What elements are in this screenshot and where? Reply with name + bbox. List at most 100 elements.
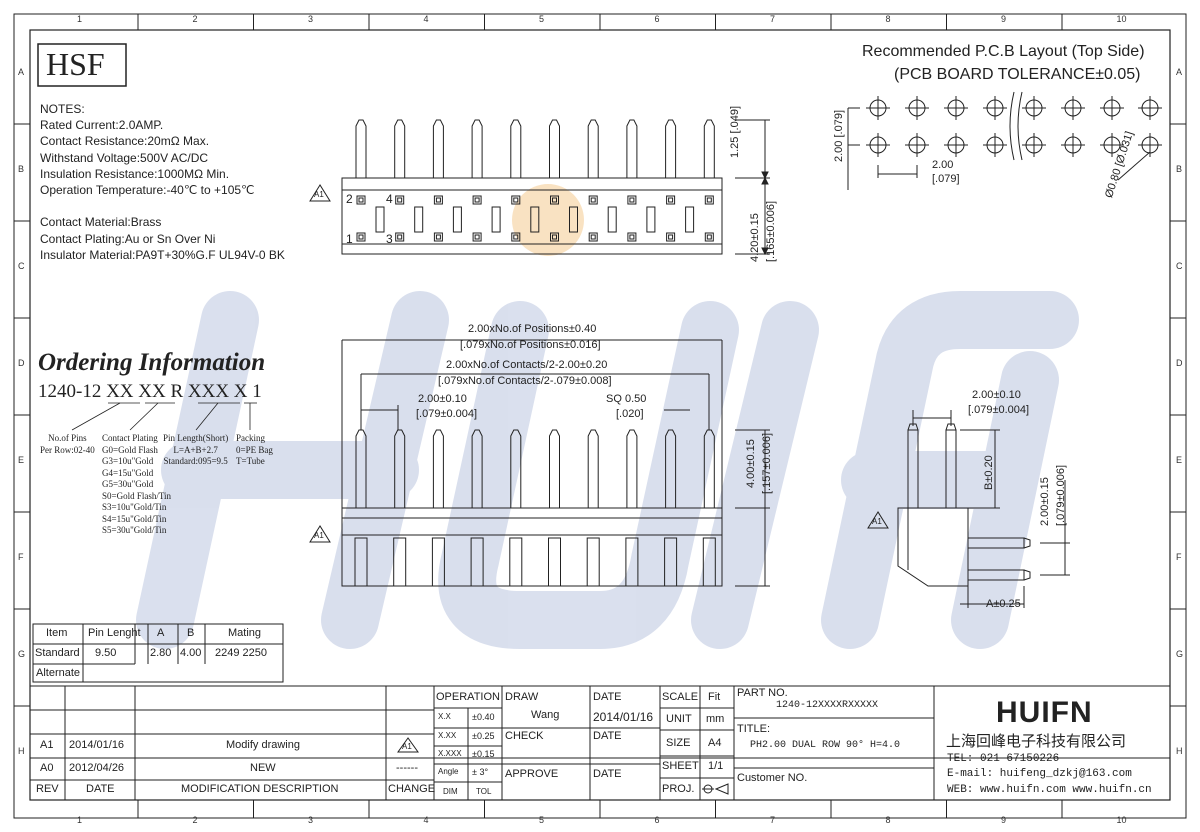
ordering-line: Standard:095=9.5 (163, 456, 228, 466)
fit-label: Fit (708, 691, 721, 703)
grid-col-label: 5 (539, 815, 544, 825)
tv-pin (432, 119, 444, 178)
rev-a0-date: 2012/04/26 (69, 762, 125, 774)
fv-pin (626, 429, 638, 508)
tv-pad-inner (706, 197, 712, 203)
grid-col-label: 9 (1001, 815, 1006, 825)
tv-pad-inner (474, 234, 480, 240)
scale-label: SCALE (662, 691, 699, 703)
tv-pad (395, 232, 405, 242)
title-block-lines (30, 685, 1170, 800)
revision-triangle-top (309, 184, 331, 202)
grid-row-label: C (18, 261, 25, 271)
fv-pin (510, 429, 522, 508)
tv-pad (704, 195, 714, 205)
ordering-line: Per Row:02-40 (40, 444, 95, 455)
tolerance-cell: X.XX (438, 731, 457, 740)
grid-row-label: A (18, 67, 24, 77)
front-contacts-dim-in: [.079xNo.of Contacts/2-.079±0.008] (438, 375, 612, 387)
tv-pad-inner (474, 197, 480, 203)
ordering-line: L=A+B+2.7 (173, 444, 218, 455)
front-total-dim-in: [.079xNo.of Positions±0.016] (460, 339, 601, 351)
fv-slot (586, 537, 600, 587)
notes: NOTES:Rated Current:2.0AMP.Contact Resis… (40, 101, 285, 263)
company-tel: TEL: 021-67150226 (947, 753, 1060, 765)
tolerance-cell: X.X (438, 712, 451, 721)
revision-triangle-front (309, 525, 331, 543)
pin-label-4: 4 (386, 192, 393, 206)
tv-pad-inner (513, 234, 519, 240)
pin-label-3: 3 (386, 232, 393, 246)
ordering-line: G5=30u"Gold (102, 479, 154, 489)
tv-pad (511, 232, 521, 242)
grid-col-label: 9 (1001, 14, 1006, 24)
grid-row-label: C (1176, 261, 1183, 271)
grid-col-label: 1 (77, 14, 82, 24)
tolerance-cell: X.XXX (438, 749, 462, 758)
tv-slot (569, 206, 578, 233)
date-value: 2014/01/16 (593, 710, 654, 724)
hsf-label: HSF (46, 46, 105, 82)
projection-symbol (702, 783, 729, 795)
grid-col-label: 8 (886, 815, 891, 825)
front-pin-h-dim-in: [.157±0.006] (761, 432, 773, 494)
rev-a1-change: A1 (402, 742, 412, 751)
fv-pin (471, 429, 483, 508)
top-view (341, 119, 770, 256)
fv-slot (354, 537, 368, 587)
ordering-line: G4=15u"Gold (102, 467, 154, 478)
drawer-name: Wang (531, 709, 560, 721)
tv-slot (491, 206, 501, 233)
pcb-subtitle: (PCB BOARD TOLERANCE±0.05) (894, 66, 1141, 83)
spec-h-b: B (187, 627, 195, 639)
tv-slot (375, 206, 385, 233)
grid-col-label: 7 (770, 815, 775, 825)
spec-r1-b: 4.00 (180, 647, 202, 659)
ordering-title: Ordering Information (38, 349, 266, 376)
grid-row-label: G (1176, 649, 1183, 659)
tv-pad (356, 232, 366, 242)
title-label: TITLE: (737, 723, 771, 735)
pcb-layout (847, 91, 1162, 190)
part-no-label: PART NO. (737, 687, 788, 699)
ordering-line: T=Tube (236, 456, 265, 466)
side-pitch-dim: 2.00±0.10 (972, 389, 1021, 401)
fv-pin (665, 429, 677, 508)
tv-pad-inner (397, 234, 403, 240)
tv-pad (433, 195, 443, 205)
size-label: SIZE (666, 737, 691, 749)
sheet-label: SHEET (662, 760, 699, 772)
grid-row-label: A (1176, 67, 1182, 77)
tv-pin (510, 119, 522, 178)
tolerance-cell: ±0.15 (472, 749, 495, 759)
tv-pad (704, 232, 714, 242)
front-pin-h-dim: 4.00±0.15 (745, 439, 757, 488)
grid-row-label: H (1176, 746, 1183, 756)
fv-slot (393, 537, 407, 587)
grid-row-label: F (1176, 552, 1182, 562)
grid-col-label: 6 (655, 815, 660, 825)
tolerance-cell: ±0.40 (472, 712, 495, 722)
tv-pad-inner (358, 234, 364, 240)
tv-pin (355, 119, 367, 178)
tv-pad (588, 195, 598, 205)
ordering-line: No.of Pins (48, 433, 87, 443)
customer-no: Customer NO. (737, 772, 808, 784)
side-a-dim: A±0.25 (986, 598, 1021, 610)
grid-col-label: 3 (308, 14, 313, 24)
rev-h-rev: REV (36, 783, 59, 795)
tv-pin (394, 119, 406, 178)
grid-row-label: B (18, 164, 24, 174)
tv-pad-inner (668, 197, 674, 203)
side-h-dim-in: [.079±0.006] (1055, 464, 1067, 526)
grid-col-label: 2 (193, 815, 198, 825)
tv-pad (472, 195, 482, 205)
front-pitch-dim: 2.00±0.10 (418, 393, 467, 405)
unit-value: mm (706, 713, 725, 725)
rev-a0-change: ------ (396, 762, 418, 774)
pin-label-2: 2 (346, 192, 353, 206)
